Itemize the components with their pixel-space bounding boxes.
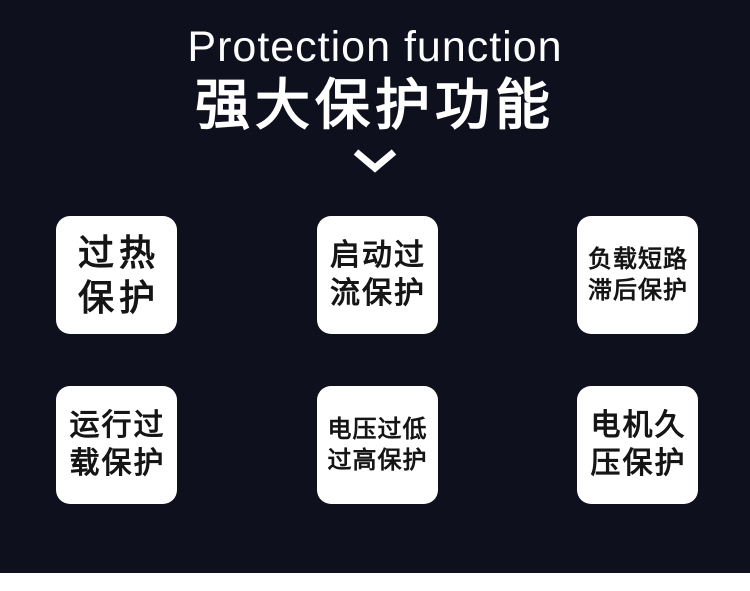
- card-text-line: 载保护: [69, 447, 166, 481]
- chevron-down-icon: [0, 148, 750, 174]
- card-voltage-low-high-protection: 电压过低 过高保护: [316, 386, 438, 505]
- card-text-line: 过热: [77, 232, 160, 274]
- card-motor-long-pressure-protection: 电机久 压保护: [577, 386, 698, 505]
- bottom-strip: [0, 573, 750, 591]
- card-text-line: 压保护: [590, 447, 687, 481]
- card-startup-overcurrent-protection: 启动过 流保护: [316, 216, 438, 335]
- card-text-line: 负载短路: [588, 246, 688, 274]
- card-text-line: 滞后保护: [588, 277, 688, 305]
- header: Protection function 强大保护功能: [0, 0, 750, 174]
- protection-cards-grid: 过热 保护 启动过 流保护 负载短路 滞后保护 运行过 载保护 电压过低 过高保…: [0, 216, 750, 505]
- card-text-line: 过高保护: [327, 447, 428, 475]
- card-running-overload-protection: 运行过 载保护: [56, 386, 177, 505]
- card-load-short-circuit-protection: 负载短路 滞后保护: [577, 216, 698, 335]
- card-text-line: 运行过: [69, 409, 166, 443]
- card-text-line: 电机久: [590, 409, 687, 443]
- title-chinese: 强大保护功能: [194, 74, 555, 137]
- card-text-line: 流保护: [330, 277, 426, 311]
- card-text-line: 电压过低: [327, 416, 428, 444]
- card-overheat-protection: 过热 保护: [56, 216, 177, 335]
- card-text-line: 保护: [77, 277, 160, 319]
- title-english: Protection function: [187, 23, 563, 71]
- card-text-line: 启动过: [330, 239, 426, 273]
